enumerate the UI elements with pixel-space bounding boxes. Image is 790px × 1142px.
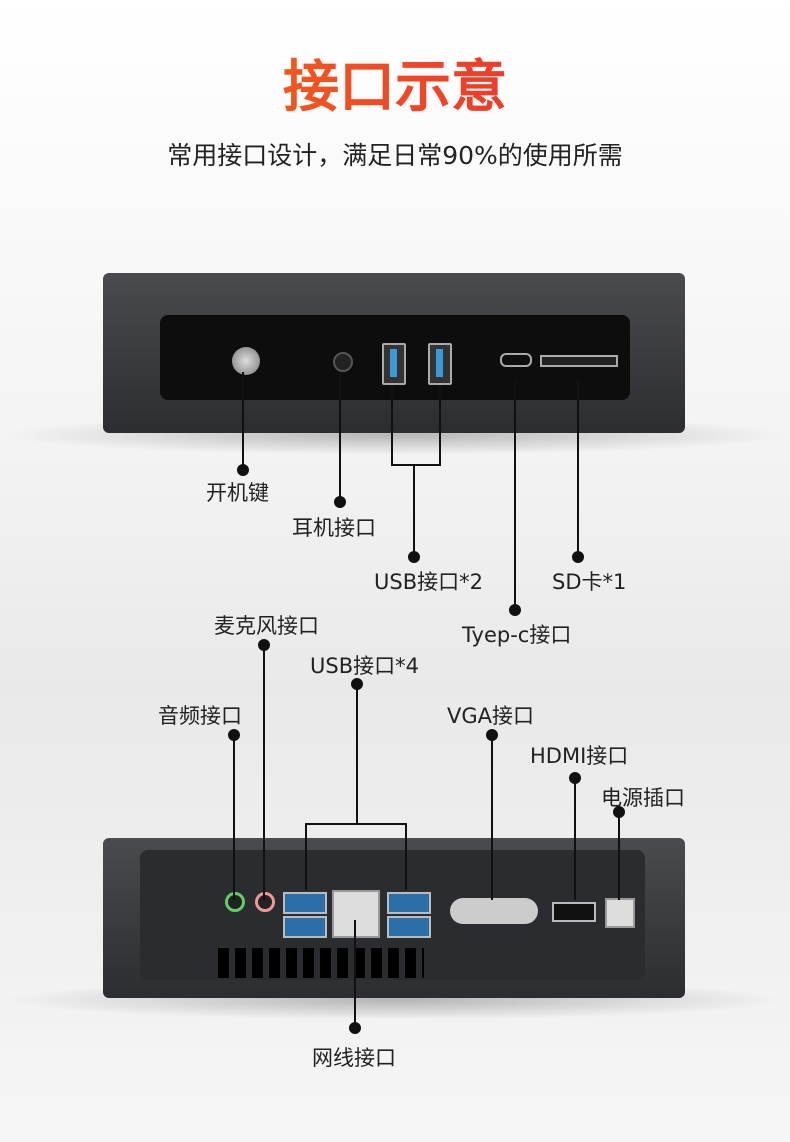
front-panel <box>160 315 630 400</box>
rear-panel <box>140 850 645 980</box>
vent <box>218 948 424 978</box>
page-title: 接口示意 <box>0 42 790 123</box>
label-sd: SD卡*1 <box>552 570 627 594</box>
label-audio: 音频接口 <box>158 704 242 728</box>
usb-port <box>382 343 406 385</box>
label-vga: VGA接口 <box>447 704 535 728</box>
label-hdmi: HDMI接口 <box>530 744 629 768</box>
power-button[interactable] <box>232 347 260 375</box>
label-power-jack: 电源插口 <box>601 786 685 810</box>
sd-slot <box>540 355 618 367</box>
usb-port <box>283 892 327 914</box>
usb-port <box>283 916 327 938</box>
label-power-button: 开机键 <box>206 481 269 505</box>
subtitle: 常用接口设计，满足日常90%的使用所需 <box>167 141 623 170</box>
label-lan: 网线接口 <box>312 1046 396 1070</box>
hdmi-port <box>552 902 596 922</box>
headphone-jack <box>333 352 353 372</box>
label-headphone: 耳机接口 <box>292 516 376 540</box>
usb-port <box>428 343 452 385</box>
front-device <box>103 273 685 433</box>
usb-port <box>387 916 431 938</box>
label-mic: 麦克风接口 <box>214 614 319 638</box>
usb-port <box>387 892 431 914</box>
rear-device <box>103 838 685 998</box>
vga-port <box>450 898 538 924</box>
typec-port <box>500 353 532 367</box>
label-typec: Tyep-c接口 <box>462 623 572 647</box>
label-usb4: USB接口*4 <box>310 654 419 678</box>
label-usb2: USB接口*2 <box>374 570 483 594</box>
